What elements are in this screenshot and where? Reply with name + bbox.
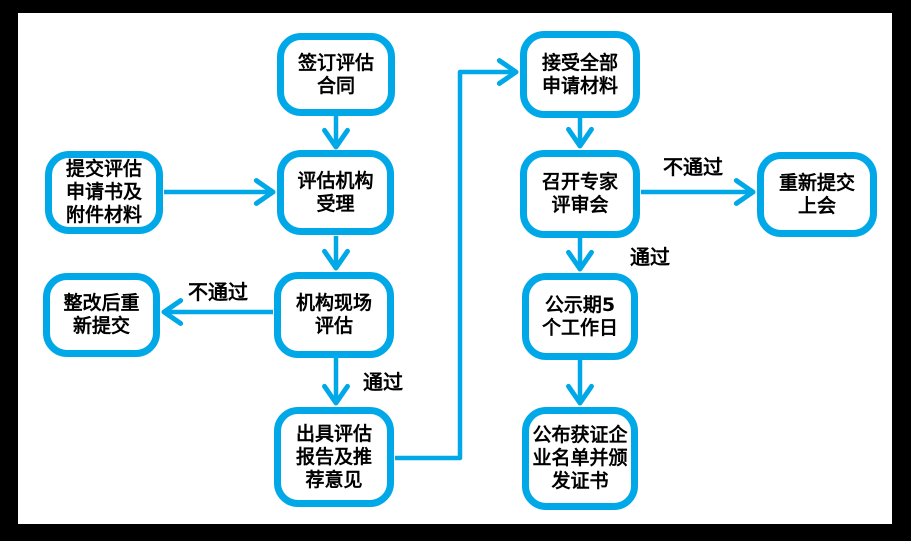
flow-node-label: 接受全部 申请材料: [541, 51, 618, 97]
flow-node-resubmit-after-rectification: 整改后重 新提交: [43, 273, 160, 357]
flow-node-label: 出具评估 报告及推 荐意见: [295, 422, 372, 491]
flow-node-expert-review-meeting: 召开专家 评审会: [520, 150, 640, 238]
flow-node-issue-report: 出具评估 报告及推 荐意见: [274, 407, 394, 507]
flow-node-submit-application: 提交评估 申请书及 附件材料: [45, 151, 163, 234]
edge-label-review-pass: 通过: [630, 245, 670, 269]
edge-label-onsite-pass: 通过: [363, 370, 403, 394]
diagram-background: [18, 13, 892, 524]
edge-label-onsite-fail: 不通过: [188, 280, 248, 304]
flow-node-label: 召开专家 评审会: [541, 171, 618, 216]
flow-node-public-notice: 公示期5 个工作日: [522, 273, 638, 360]
flow-node-announce-certificates: 公布获证企 业名单并颁 发证书: [522, 407, 638, 510]
flow-node-label: 整改后重 新提交: [63, 292, 140, 337]
flow-node-label: 重新提交 上会: [778, 171, 855, 217]
flow-node-agency-acceptance: 评估机构 受理: [277, 150, 394, 235]
flow-node-sign-contract: 签订评估 合同: [277, 33, 395, 116]
flow-node-label: 签订评估 合同: [297, 51, 374, 97]
edge-label-review-fail: 不通过: [663, 155, 723, 179]
flow-node-onsite-evaluation: 机构现场 评估: [274, 272, 394, 358]
flow-node-label: 提交评估 申请书及 附件材料: [65, 158, 142, 226]
flow-node-label: 机构现场 评估: [295, 292, 372, 337]
flow-node-label: 公布获证企 业名单并颁 发证书: [532, 424, 628, 492]
flow-node-label: 公示期5 个工作日: [541, 293, 618, 339]
flow-node-accept-all-materials: 接受全部 申请材料: [520, 31, 640, 118]
flow-node-resubmit-to-meeting: 重新提交 上会: [757, 152, 877, 237]
arrow-report-to-accept-materials: [395, 58, 519, 461]
flow-node-label: 评估机构 受理: [297, 169, 374, 215]
